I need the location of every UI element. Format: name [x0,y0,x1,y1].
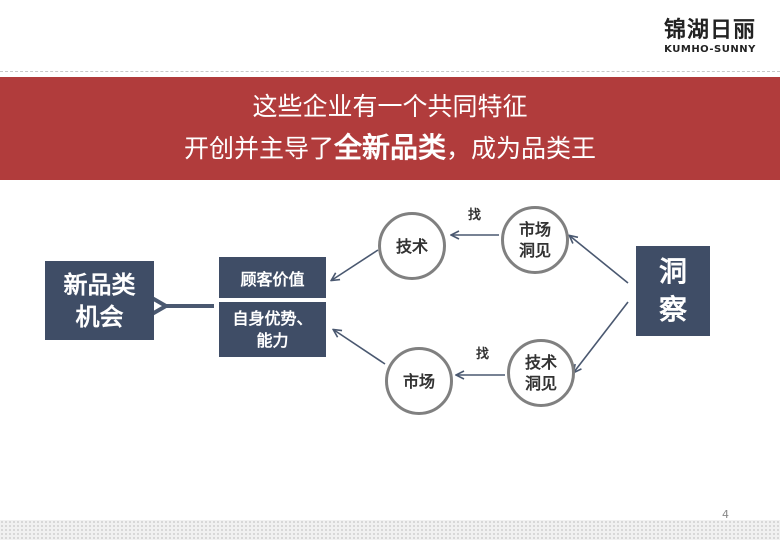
insight-box: 洞察 [636,246,710,336]
banner-line-1: 这些企业有一个共同特征 [252,92,528,121]
banner-line-2-bold: 全新品类 [333,131,446,164]
tech-insight-node: 技术洞见 [507,339,575,407]
arrow-insight-to-market-insight [570,236,629,284]
market-insight-line-2: 洞见 [518,241,551,260]
market-insight-node: 市场洞见 [501,206,569,274]
tech-insight-line-1: 技术 [524,353,557,372]
customer-value-box: 顾客价值 [219,257,326,298]
own-advantage-box: 自身优势、能力 [219,302,326,357]
find-label-bottom: 找 [476,347,490,362]
banner-line-2-suffix: ，成为品类王 [446,134,597,163]
arrow-market-to-advantage [334,330,386,365]
company-logo: 锦湖日丽 KUMHO-SUNNY [654,18,766,56]
tech-node: 技术 [378,212,446,280]
insight-line-2: 察 [658,293,687,326]
tech-insight-line-2: 洞见 [524,374,557,393]
banner-line-2-prefix: 开创并主导了 [183,134,334,163]
insight-line-1: 洞 [658,255,687,288]
market-insight-line-1: 市场 [518,220,551,239]
arrow-tech-to-value [332,249,379,280]
banner-line-2: 开创并主导了全新品类，成为品类王 [0,131,780,166]
arrow-insight-to-tech-insight [574,301,629,372]
own-advantage-line-1: 自身优势、 [232,308,313,328]
header-divider [0,71,780,72]
opportunity-line-2: 机会 [75,302,124,331]
own-advantage-line-2: 能力 [256,330,289,350]
logo-english: KUMHO-SUNNY [664,44,756,55]
footer-pattern [0,520,780,540]
find-label-top: 找 [468,208,482,223]
logo-chinese: 锦湖日丽 [663,18,756,43]
market-node: 市场 [385,347,453,415]
opportunity-line-1: 新品类 [63,270,136,299]
new-category-opportunity-box: 新品类机会 [45,261,154,340]
title-banner: 这些企业有一个共同特征 开创并主导了全新品类，成为品类王 [0,77,780,180]
page-number: 4 [722,508,729,521]
